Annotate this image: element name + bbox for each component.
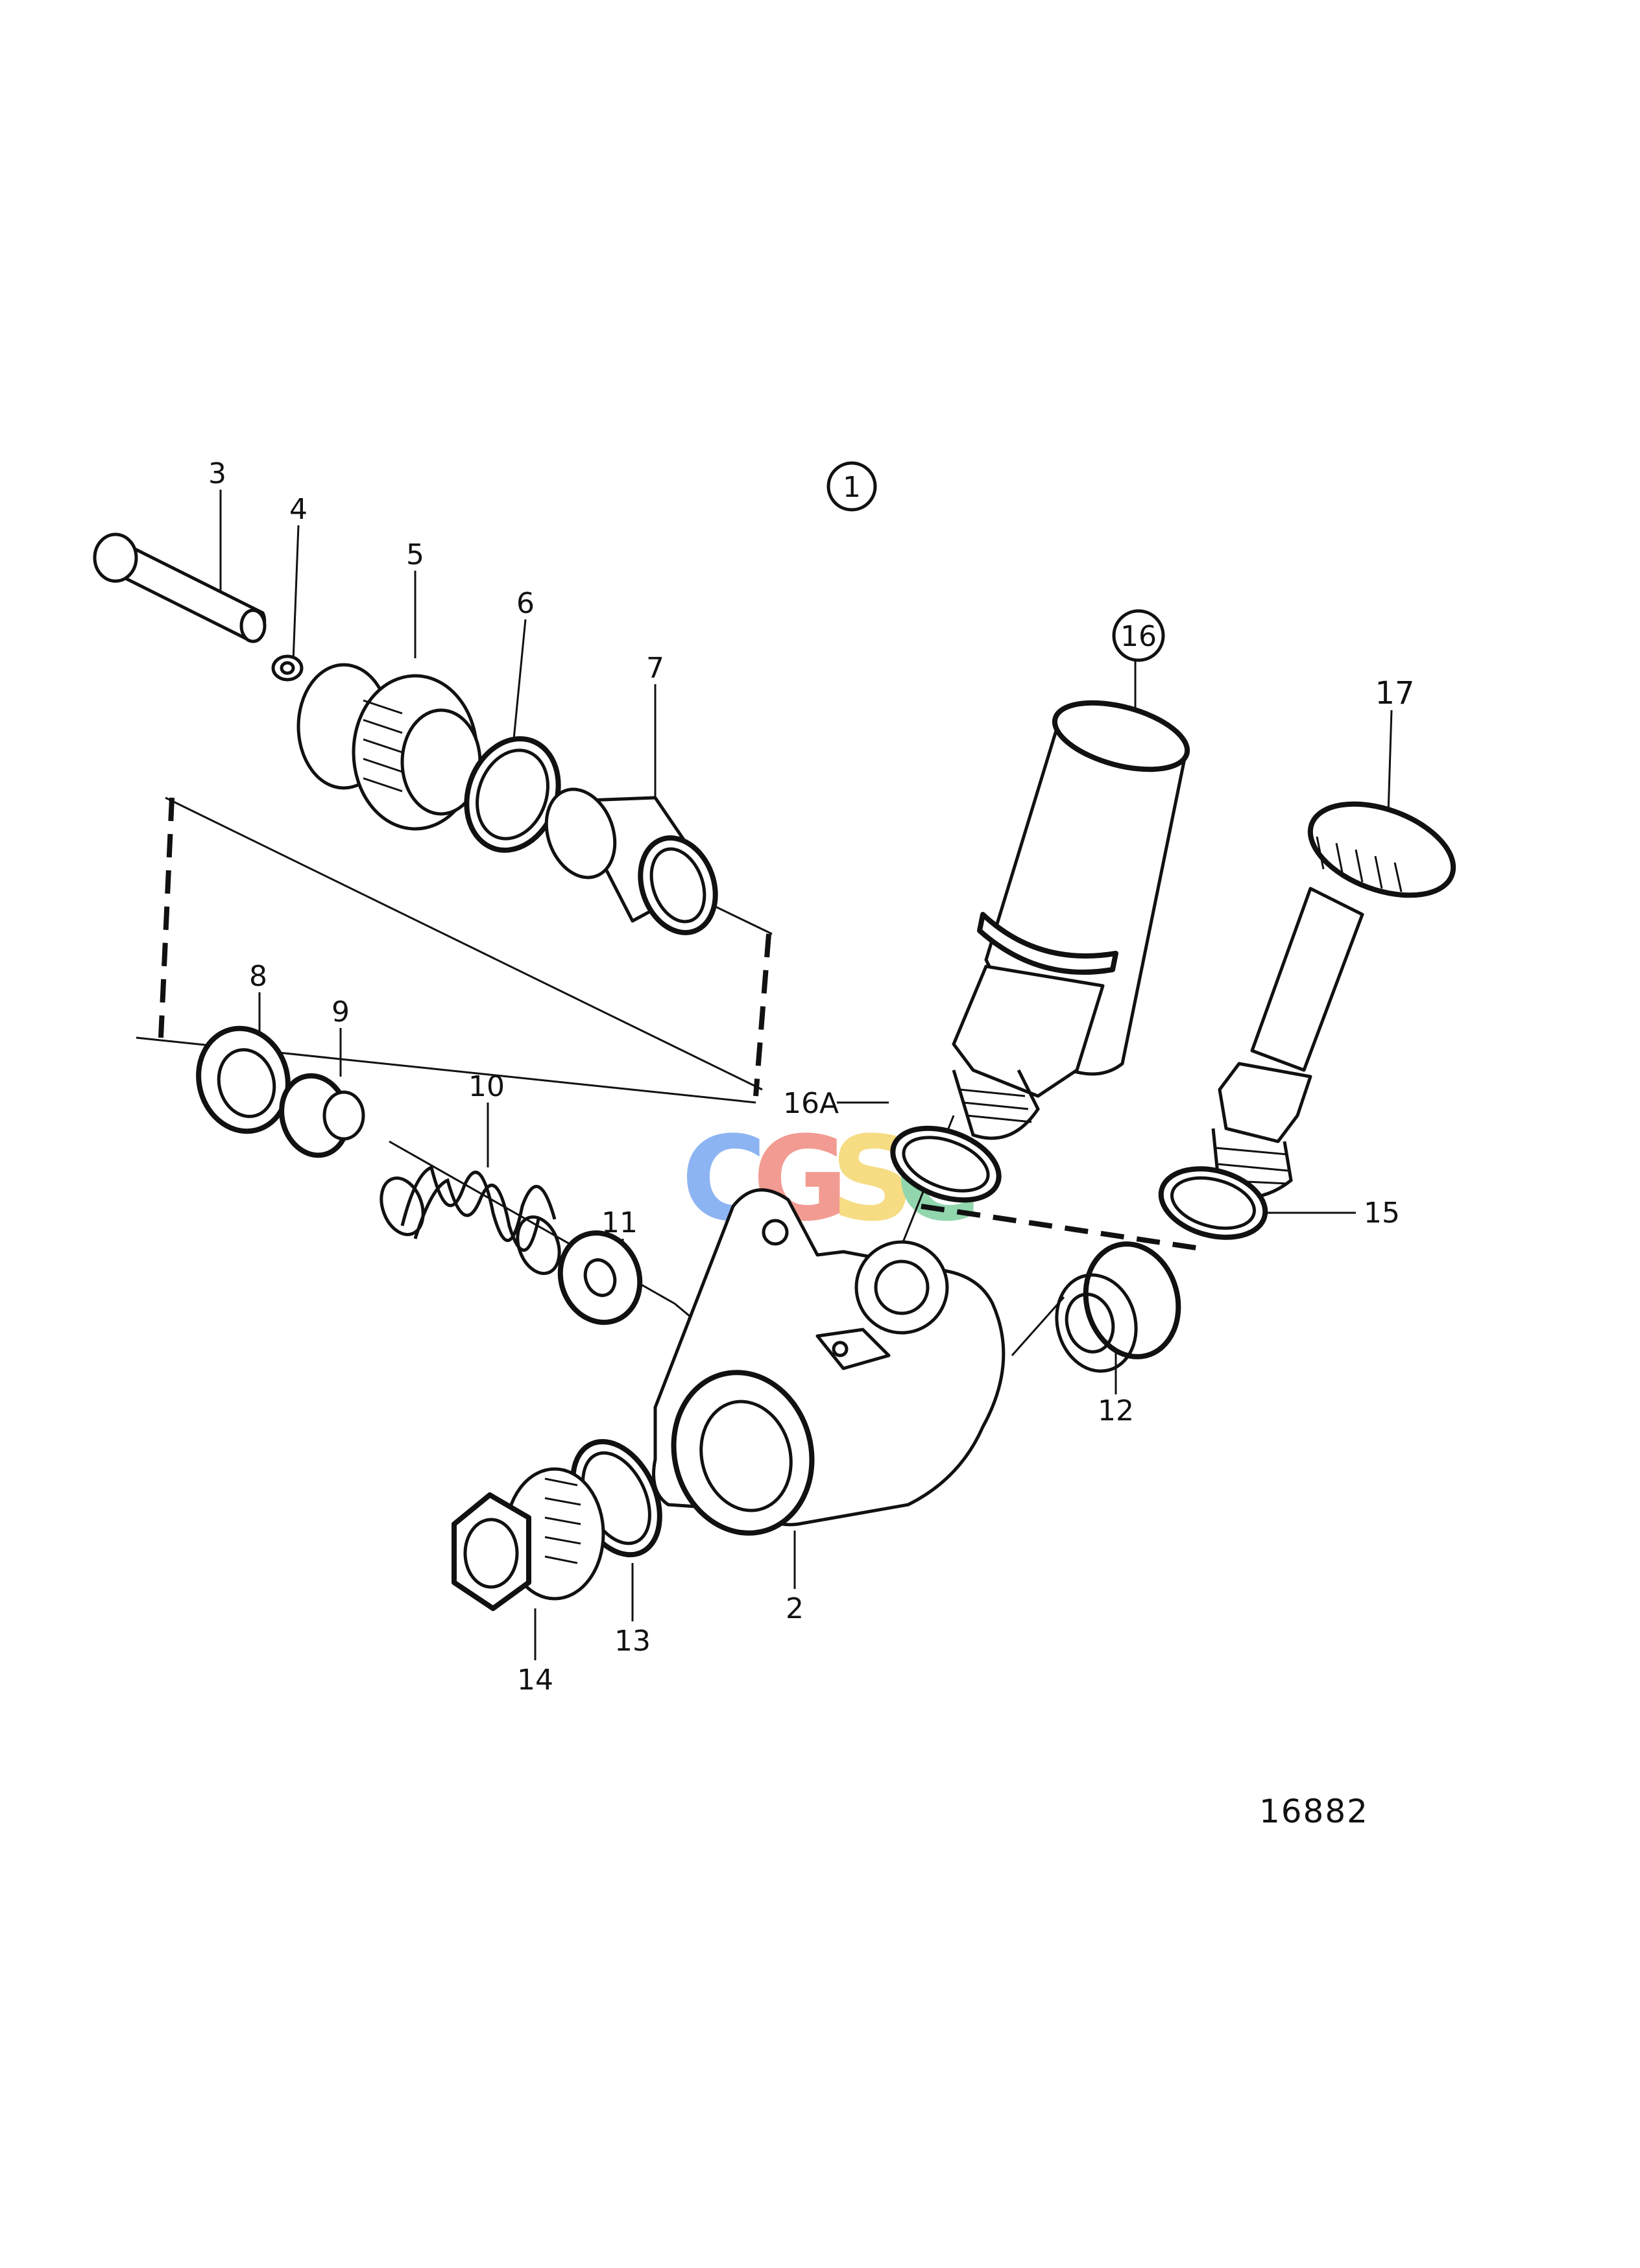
callout-15: 15 [1364,1197,1400,1230]
callout-4: 4 [289,493,308,526]
part-16-filter-cup [952,700,1190,1140]
dashed-assembly-outline [158,797,1201,1251]
callout-16a: 16A [783,1087,839,1120]
callout-7: 7 [646,652,664,685]
part-12-threaded-fitting [1055,1241,1181,1373]
drawing-number: 16882 [1259,1793,1369,1830]
callout-5: 5 [406,538,424,571]
callout-9: 9 [332,996,350,1029]
callout-8: 8 [249,960,267,993]
part-8-seal-ring [196,1025,291,1134]
assembly-callout-text: 1 [843,471,861,504]
part-3-pin [93,532,267,643]
callout-14: 14 [517,1664,553,1697]
callout-13: 13 [614,1625,651,1658]
callout-16: 16 [1120,620,1157,653]
callout-10: 10 [468,1070,505,1103]
part-5-threaded-plug [296,663,482,831]
part-15-o-ring [1158,1166,1268,1240]
part-10-spring [380,1165,561,1276]
callout-12: 12 [1098,1394,1134,1427]
callout-17: 17 [1375,675,1414,711]
callout-3: 3 [208,457,226,490]
part-16a-o-ring [890,1125,1002,1203]
callout-16-circled: 16 [1112,609,1165,662]
part-6-o-ring [464,736,561,853]
part-2-pump-housing [652,1188,1006,1536]
part-4-washer [271,654,304,682]
callout-2: 2 [786,1592,804,1625]
callout-labels: 3 4 5 6 7 8 9 10 11 12 13 14 2 15 16 16A… [208,457,1415,1697]
assembly-callout: 1 [826,461,877,512]
callout-6: 6 [516,587,535,620]
part-14-nut-fitting [452,1467,605,1611]
part-17-hand-primer [1211,801,1456,1200]
part-7-sleeve [544,787,718,935]
part-9-valve [279,1073,365,1158]
part-11-washer [557,1230,643,1325]
callout-11: 11 [601,1206,638,1239]
